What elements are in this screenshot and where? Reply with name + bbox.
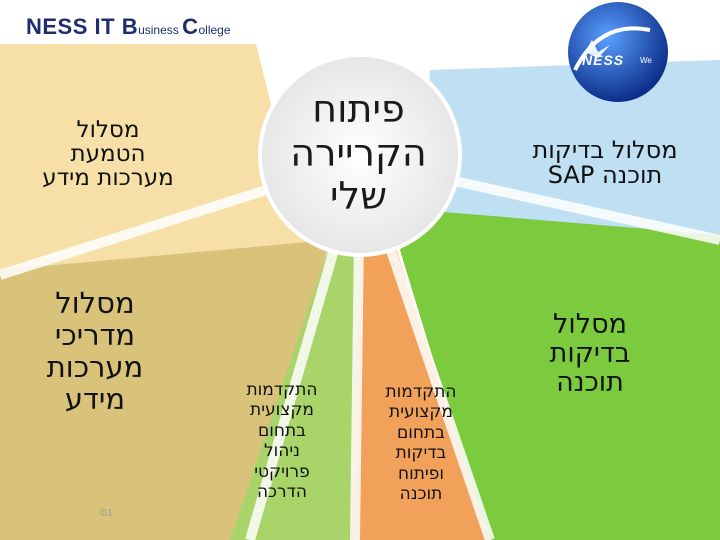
center-label: פיתוח הקריירה שלי — [276, 87, 441, 219]
center-line: הקריירה — [290, 130, 427, 175]
label-line: מסלול — [55, 286, 135, 320]
label-right-top: מסלול בדיקות תוכנה SAP — [500, 136, 710, 190]
segment-left-top — [0, 40, 330, 290]
label-right-mid: מסלול בדיקות תוכנה — [515, 309, 665, 399]
label-line: התקדמות — [246, 380, 318, 400]
label-line: מערכות — [46, 349, 144, 384]
label-line: מקצועית — [389, 402, 453, 423]
label-line: בתחום — [396, 422, 446, 443]
brand-letter-c: C — [182, 14, 199, 39]
label-line: בדיקות — [549, 338, 631, 370]
label-line: תוכנה SAP — [547, 161, 663, 190]
center-line: שלי — [329, 174, 388, 219]
label-line: מערכות מידע — [42, 165, 174, 192]
segment-bottom-orange — [350, 245, 490, 540]
label-line: ניהול — [263, 441, 300, 462]
center-circle — [258, 53, 462, 257]
label-bottom-orange: התקדמות מקצועית בתחום בדיקות ופיתוח תוכנ… — [366, 382, 476, 504]
label-line: מדריכי — [54, 317, 136, 352]
label-bottom-green: התקדמות מקצועית בתחום ניהול פרויקטי הדרכ… — [228, 380, 336, 502]
brand-word-ollege: ollege — [198, 23, 231, 37]
copyright-text: ©1 — [100, 508, 113, 519]
label-line: בתחום — [257, 420, 307, 441]
brand-letter-b: B — [121, 14, 139, 39]
ness-logo-tagline: We — [640, 56, 652, 65]
segment-right-mid — [400, 210, 720, 540]
brand-title: NESS IT Business College — [26, 14, 231, 44]
logo-star — [585, 40, 610, 58]
label-line: בדיקות — [395, 443, 447, 464]
brand-name: NESS IT — [26, 14, 122, 39]
label-line: תוכנה — [399, 483, 443, 504]
label-line: פרויקטי — [254, 461, 310, 482]
label-line: הטמעת — [70, 141, 146, 168]
label-line: התקדמות — [385, 382, 457, 402]
label-line: מסלול — [553, 309, 627, 340]
logo-swoosh — [573, 26, 651, 71]
label-line: תוכנה — [556, 367, 624, 399]
label-line: מקצועית — [250, 400, 314, 421]
label-left-mid: מסלול מדריכי מערכות מידע — [20, 286, 170, 416]
label-line: מסלול — [76, 117, 140, 143]
label-line: הדרכה — [256, 481, 308, 502]
label-line: מידע — [64, 381, 126, 416]
segment-left-mid — [0, 240, 330, 540]
label-line: מסלול בדיקות — [532, 136, 678, 164]
label-line: ופיתוח — [398, 463, 444, 484]
segment-right-top — [420, 60, 720, 245]
ness-logo-text: NESS — [582, 52, 625, 68]
label-left-top: מסלול הטמעת מערכות מידע — [8, 117, 208, 192]
brand-word-usiness: usiness — [138, 23, 183, 37]
center-line: פיתוח — [312, 87, 405, 131]
